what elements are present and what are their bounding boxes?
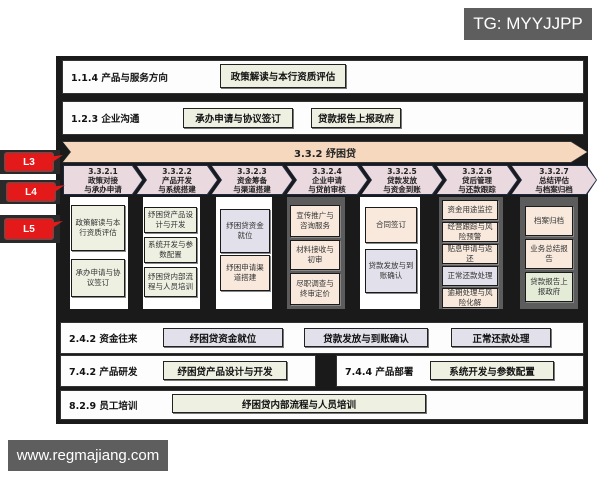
- level-tag-l3: L3: [4, 152, 54, 172]
- step-code: 3.3.2.3: [237, 166, 267, 176]
- lane-title: 7.4.4 产品部署: [345, 367, 414, 378]
- task-box[interactable]: 政策解读与本行资质评估: [71, 205, 125, 251]
- step-line1: 总结评估: [539, 175, 569, 185]
- step-chevron[interactable]: 3.3.2.1 政策对接 与承办申请: [63, 165, 143, 195]
- task-box[interactable]: 档案归档: [525, 206, 573, 236]
- activity-box[interactable]: 纾困贷内部流程与人员培训: [172, 394, 426, 413]
- activity-box[interactable]: 贷款报告上报政府: [311, 108, 401, 128]
- lane-title: 2.4.2 资金往来: [69, 334, 138, 345]
- task-box[interactable]: 纾困贷产品设计与开发: [144, 207, 197, 233]
- task-column: 合同签订 贷款发放与到账确认: [360, 197, 420, 309]
- task-box[interactable]: 贷款发放与到账确认: [365, 249, 417, 293]
- task-column: 档案归档 业务总结报告 贷款报告上报政府: [520, 197, 578, 309]
- step-line2: 与资金到账: [383, 184, 421, 194]
- task-box[interactable]: 宣传推广与咨询服务: [290, 205, 340, 237]
- step-line1: 产品开发: [162, 175, 192, 185]
- step-line1: 贷后管理: [462, 175, 492, 185]
- step-code: 3.3.2.5: [387, 166, 417, 176]
- task-column: 纾困贷产品设计与开发 系统开发与参数配置 纾困贷内部流程与人员培训: [143, 197, 200, 309]
- activity-box[interactable]: 纾困贷产品设计与开发: [163, 361, 287, 380]
- step-line1: 政策对接: [88, 175, 118, 185]
- step-code: 3.3.2.4: [312, 166, 342, 176]
- lane-title: 8.2.9 员工培训: [69, 401, 138, 412]
- step-code: 3.3.2.1: [88, 166, 118, 176]
- step-line2: 与渠道搭建: [233, 184, 271, 194]
- lane-title: 1.2.3 企业沟通: [71, 114, 140, 125]
- process-title: 3.3.2 纾困贷: [294, 148, 356, 160]
- task-box[interactable]: 贷款报告上报政府: [525, 272, 573, 302]
- level-tag-l5: L5: [4, 218, 54, 240]
- step-code: 3.3.2.6: [462, 166, 492, 176]
- watermark-url: www.regmajiang.com: [8, 440, 168, 471]
- step-line1: 企业申请: [312, 175, 342, 185]
- activity-box[interactable]: 系统开发与参数配置: [430, 361, 554, 380]
- watermark-tg: TG: MYYJJPP: [464, 8, 592, 40]
- task-box[interactable]: 资金用途监控: [442, 200, 498, 220]
- step-chevron[interactable]: 3.3.2.5 贷款发放 与资金到账: [361, 165, 443, 195]
- task-box[interactable]: 纾困贷资金就位: [220, 209, 270, 253]
- task-column: 资金用途监控 经营跟踪与风险预警 贴息申请与返还 正常还款处理 逾期处理与风险化…: [439, 197, 503, 309]
- step-chevron[interactable]: 3.3.2.2 产品开发 与系统搭建: [136, 165, 218, 195]
- step-chevron[interactable]: 3.3.2.3 资金筹备 与渠道搭建: [211, 165, 293, 195]
- lane-title: 1.1.4 产品与服务方向: [71, 73, 168, 84]
- task-box[interactable]: 尽职调查与终审定价: [290, 273, 340, 305]
- task-box[interactable]: 业务总结报告: [525, 239, 573, 269]
- task-box[interactable]: 材料接收与初审: [290, 240, 340, 270]
- task-box[interactable]: 贴息申请与返还: [442, 244, 498, 264]
- task-box[interactable]: 经营跟踪与风险预警: [442, 222, 498, 242]
- step-chevron[interactable]: 3.3.2.6 贷后管理 与还款跟踪: [436, 165, 518, 195]
- step-code: 3.3.2.2: [162, 166, 192, 176]
- task-box[interactable]: 承办申请与协议签订: [71, 259, 125, 297]
- step-line2: 与承办申请: [84, 184, 122, 194]
- activity-box[interactable]: 贷款发放与到账确认: [304, 328, 428, 347]
- step-line2: 与系统搭建: [158, 184, 196, 194]
- task-column: 宣传推广与咨询服务 材料接收与初审 尽职调查与终审定价: [287, 197, 345, 309]
- step-line2: 与还款跟踪: [458, 184, 496, 194]
- step-chevron[interactable]: 3.3.2.4 企业申请 与贷前审核: [286, 165, 368, 195]
- step-code: 3.3.2.7: [539, 166, 569, 176]
- step-chevron[interactable]: 3.3.2.7 总结评估 与档案归档: [511, 165, 597, 195]
- step-line1: 贷款发放: [387, 175, 417, 185]
- l3-process-band[interactable]: 3.3.2 纾困贷: [63, 142, 587, 162]
- step-line1: 资金筹备: [237, 175, 267, 185]
- task-column: 政策解读与本行资质评估 承办申请与协议签订: [70, 197, 128, 309]
- task-box[interactable]: 纾困申请渠道搭建: [220, 255, 270, 291]
- task-box[interactable]: 逾期处理与风险化解: [442, 288, 498, 308]
- level-tag-l4: L4: [6, 182, 56, 202]
- task-box[interactable]: 系统开发与参数配置: [144, 237, 197, 263]
- activity-box[interactable]: 承办申请与协议签订: [183, 108, 293, 128]
- step-line2: 与档案归档: [535, 184, 573, 194]
- lane-title: 7.4.2 产品研发: [69, 367, 138, 378]
- activity-box[interactable]: 政策解读与本行资质评估: [220, 64, 346, 88]
- task-column: 纾困贷资金就位 纾困申请渠道搭建: [216, 197, 272, 309]
- task-box[interactable]: 纾困贷内部流程与人员培训: [144, 267, 197, 297]
- step-line2: 与贷前审核: [308, 184, 346, 194]
- task-box[interactable]: 正常还款处理: [442, 266, 498, 286]
- activity-box[interactable]: 正常还款处理: [451, 328, 551, 347]
- task-box[interactable]: 合同签订: [365, 207, 417, 243]
- activity-box[interactable]: 纾困贷资金就位: [163, 328, 283, 347]
